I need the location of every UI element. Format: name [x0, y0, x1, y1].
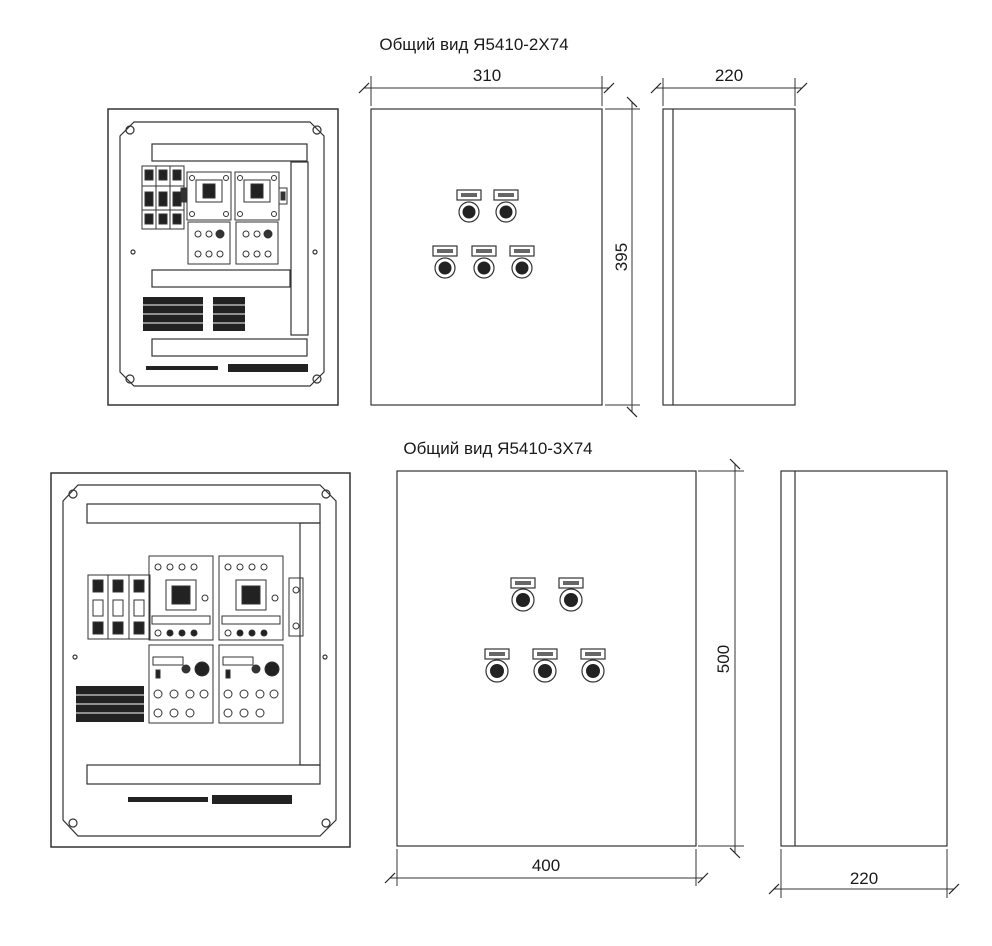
- thermal-relay-left: [148, 644, 214, 724]
- cable-duct: [151, 143, 308, 162]
- push-button: [509, 245, 535, 279]
- push-button: [510, 577, 536, 612]
- mount-hole: [321, 489, 331, 499]
- contactor-left: [148, 555, 214, 641]
- mount-hole: [321, 818, 331, 828]
- contactor-right: [234, 171, 288, 221]
- bottom-width-dimension: 400: [532, 856, 560, 875]
- neutral-bar: [228, 364, 308, 372]
- neutral-bar: [212, 795, 292, 804]
- mount-hole: [125, 125, 135, 135]
- thermal-relay-right: [218, 644, 284, 724]
- mount-hole: [312, 249, 318, 255]
- mount-hole: [130, 249, 136, 255]
- contactor-right: [218, 555, 284, 641]
- top-internal-panel: [107, 108, 339, 406]
- bottom-depth-dimension: 220: [850, 869, 878, 888]
- mount-hole: [68, 818, 78, 828]
- push-button: [484, 648, 510, 683]
- push-button: [432, 245, 458, 279]
- thermal-relay-left: [187, 221, 231, 265]
- top-assembly: Общий вид Я5410-2Х74: [107, 35, 808, 418]
- bottom-front-door: 500 400: [384, 458, 744, 886]
- top-side-view: 220: [650, 66, 808, 406]
- top-height-dimension: 395: [612, 243, 631, 271]
- push-button: [580, 648, 606, 683]
- cable-duct: [151, 338, 308, 357]
- thermal-relay-right: [235, 221, 279, 265]
- bottom-internal-panel: [50, 472, 351, 848]
- mount-hole: [312, 374, 322, 384]
- top-depth-dimension: 220: [715, 66, 743, 85]
- push-button: [558, 577, 584, 612]
- mount-hole: [68, 489, 78, 499]
- bottom-title: Общий вид Я5410-3Х74: [403, 439, 592, 458]
- bottom-assembly: Общий вид Я5410-3Х74: [50, 439, 960, 898]
- contactor-left: [180, 171, 232, 221]
- top-front-door: 310 395: [358, 66, 640, 418]
- ground-bar: [146, 366, 218, 370]
- mount-hole: [322, 654, 328, 660]
- mount-hole: [125, 374, 135, 384]
- circuit-breaker-block: [87, 574, 151, 640]
- cable-duct-vertical: [290, 161, 309, 336]
- aux-relay: [288, 577, 304, 637]
- cable-duct: [86, 764, 321, 785]
- circuit-breaker-block: [141, 165, 185, 230]
- bottom-height-dimension: 500: [714, 645, 733, 673]
- cable-duct: [86, 503, 321, 524]
- push-button: [471, 245, 497, 279]
- cable-duct: [151, 269, 291, 288]
- bottom-side-view: 220: [768, 470, 960, 898]
- cable-duct-vertical: [299, 522, 321, 766]
- mount-hole: [312, 125, 322, 135]
- top-width-dimension: 310: [473, 66, 501, 85]
- push-button: [456, 189, 482, 223]
- mount-hole: [72, 654, 78, 660]
- push-button: [493, 189, 519, 223]
- push-button: [532, 648, 558, 683]
- ground-bar: [128, 797, 208, 802]
- top-title: Общий вид Я5410-2Х74: [379, 35, 568, 54]
